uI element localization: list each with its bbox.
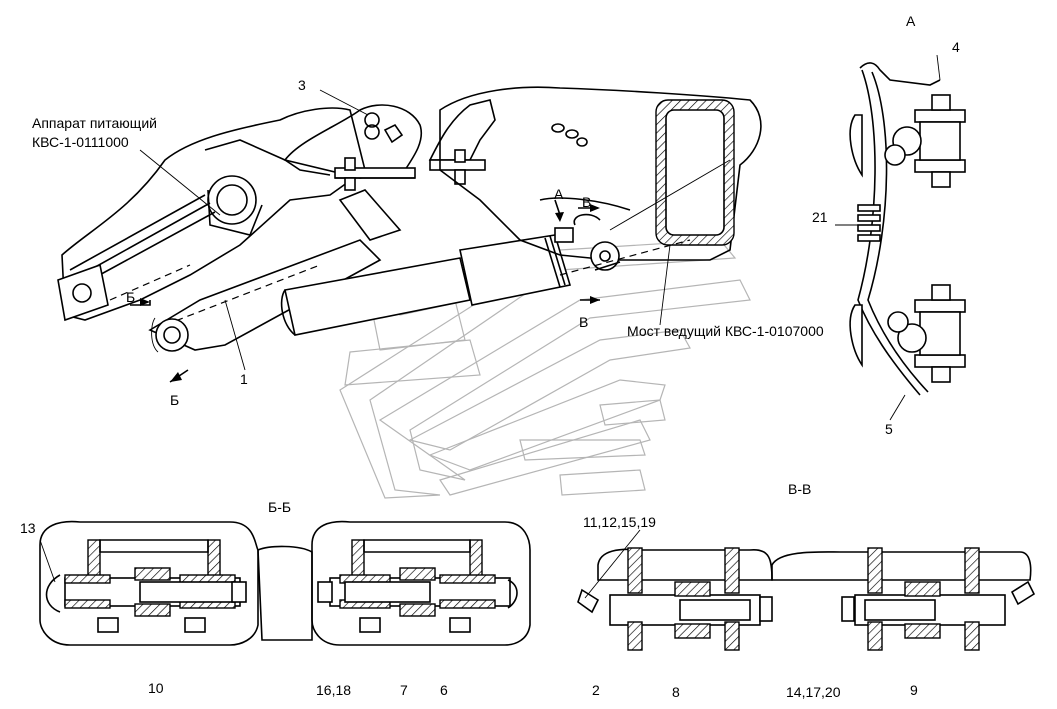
section-vv-right — [771, 547, 1036, 651]
arrow-b2-label: Б — [170, 392, 179, 408]
section-bb-title: Б-Б — [268, 499, 291, 515]
text-labels: Аппарат питающий КВС-1-0111000 Мост веду… — [20, 13, 960, 700]
callout-10: 10 — [148, 680, 164, 696]
section-bb-right — [257, 520, 531, 646]
view-a-title: А — [906, 13, 916, 29]
drive-axle-beam — [439, 86, 762, 276]
arrow-b1-label: Б — [126, 289, 135, 305]
section-arrows — [130, 199, 600, 383]
callout-9: 9 — [910, 682, 918, 698]
feeder-code-label: КВС-1-0111000 — [32, 134, 129, 150]
callout-8: 8 — [672, 684, 680, 700]
tire-tread-outline — [339, 239, 751, 499]
callout-6: 6 — [440, 682, 448, 698]
callout-7: 7 — [400, 682, 408, 698]
feeder-housing — [57, 107, 382, 353]
section-vv-left — [577, 529, 773, 651]
callout-4: 4 — [952, 39, 960, 55]
callout-3: 3 — [298, 77, 306, 93]
callout-5: 5 — [885, 421, 893, 437]
axle-label: Мост ведущий КВС-1-0107000 — [627, 323, 824, 339]
callout-14-17-20: 14,17,20 — [786, 684, 841, 700]
arrow-a-label: А — [554, 186, 564, 202]
feeder-label: Аппарат питающий — [32, 115, 157, 131]
section-bb-left — [39, 520, 259, 646]
callout-21: 21 — [812, 209, 828, 225]
callout-16-18: 16,18 — [316, 682, 351, 698]
hydraulic-cylinder — [280, 189, 572, 336]
arrow-v1-label: В — [582, 194, 591, 210]
callout-11-12-15-19: 11,12,15,19 — [583, 514, 656, 530]
callout-2: 2 — [592, 682, 600, 698]
arrow-v2-label: В — [579, 314, 588, 330]
section-vv-title: В-В — [788, 481, 811, 497]
callout-13: 13 — [20, 520, 36, 536]
upper-bracket — [283, 99, 496, 191]
callout-1: 1 — [240, 371, 248, 387]
leader-lines — [139, 89, 731, 371]
view-a-detail — [835, 54, 966, 421]
